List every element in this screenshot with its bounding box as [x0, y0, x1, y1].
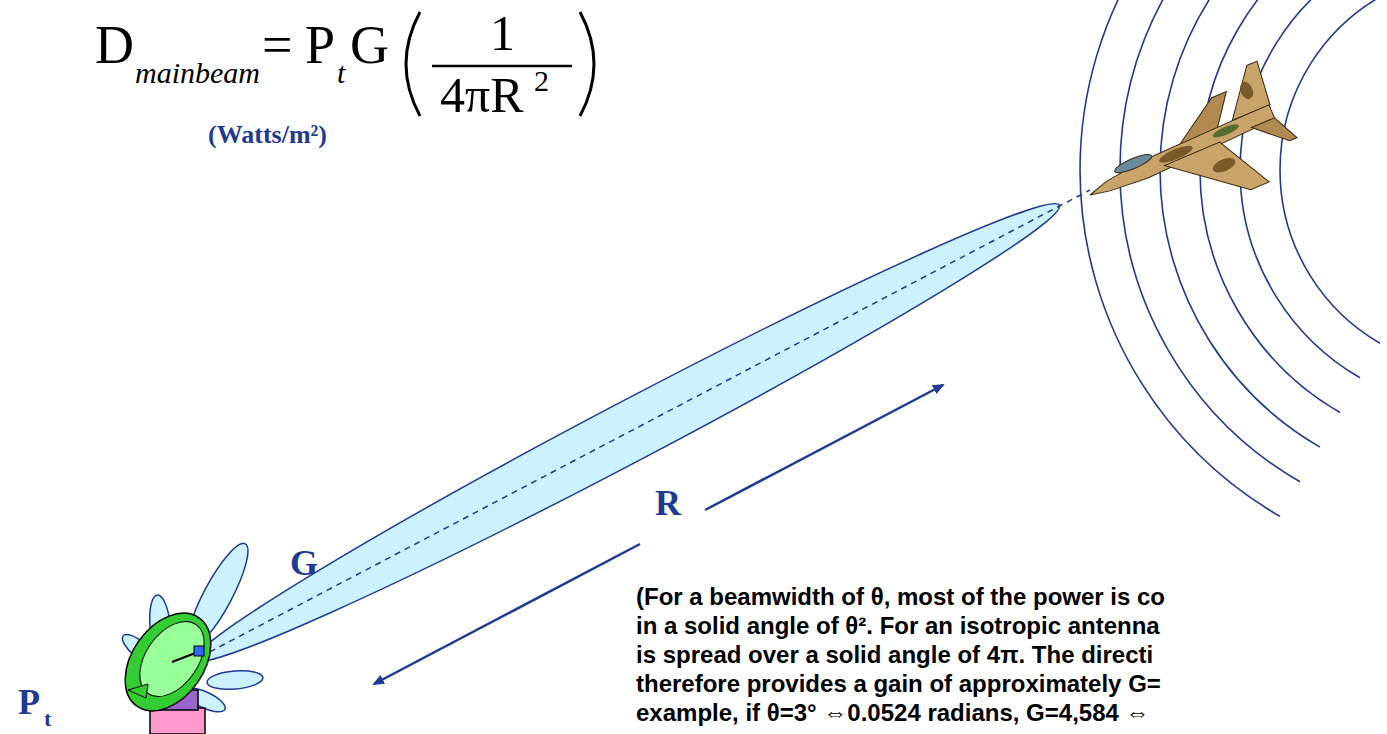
formula-exponent: 2: [534, 66, 549, 96]
gain-label: G: [290, 545, 318, 581]
unit-label: (Watts/m²): [208, 122, 327, 148]
formula-subscript: t: [337, 58, 345, 88]
formula-symbol: =: [262, 18, 292, 72]
formula-numerator: 1: [490, 8, 515, 58]
note-line: therefore provides a gain of approximate…: [636, 672, 1161, 696]
note-line: (For a beamwidth of θ, most of the power…: [636, 585, 1165, 609]
radar-dish: [108, 597, 229, 734]
note-line: in a solid angle of θ². For an isotropic…: [636, 614, 1160, 638]
formula-symbol: D: [95, 18, 134, 72]
formula-symbol: P: [305, 18, 335, 72]
power-subscript: t: [44, 708, 51, 730]
fraction-bar: [432, 65, 572, 68]
main-beam: [182, 179, 1074, 687]
range-arrow: [705, 385, 943, 510]
power-label: P: [18, 684, 40, 720]
range-label: R: [655, 485, 681, 521]
right-paren: [580, 12, 594, 116]
formula-subscript: mainbeam: [135, 58, 260, 88]
note-line: is spread over a solid angle of 4π. The …: [636, 643, 1153, 667]
wavefronts: [1080, 0, 1380, 516]
formula-denominator: 4πR: [440, 70, 524, 120]
formula-symbol: G: [350, 18, 389, 72]
note-line: example, if θ=3° ⇔0.0524 radians, G=4,58…: [636, 701, 1150, 725]
range-arrow: [374, 544, 640, 684]
left-paren: [406, 12, 420, 116]
aircraft: [1067, 58, 1308, 248]
